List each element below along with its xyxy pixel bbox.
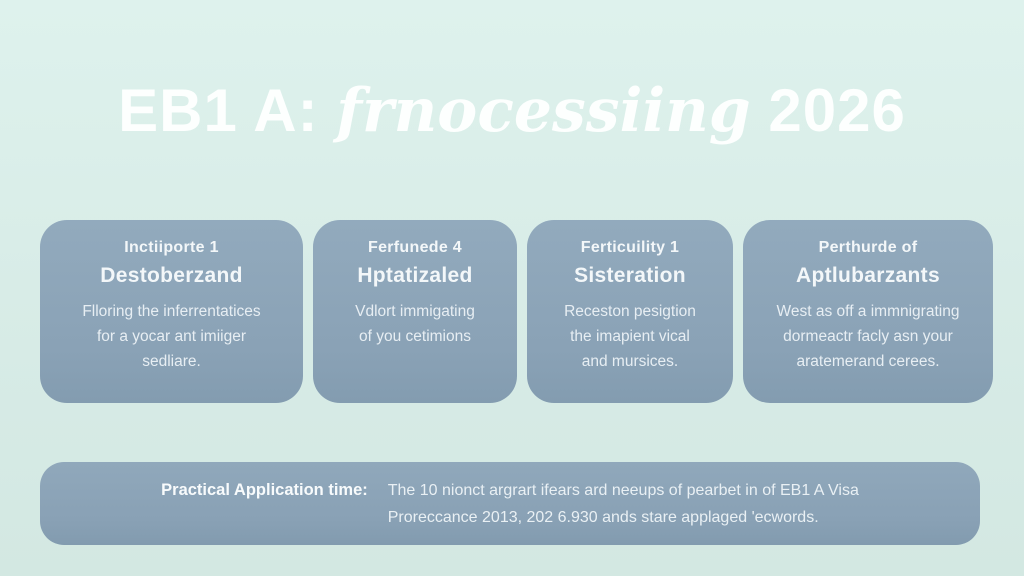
- card-body: West as off a immnigrating dormeactr fac…: [755, 299, 981, 374]
- card-kicker: Inctiiporte 1: [124, 239, 219, 256]
- card-body-line: dormeactr facly asn your: [783, 328, 953, 345]
- cards-row: Inctiiporte 1 Destoberzand Flloring the …: [40, 220, 993, 403]
- card-4: Perthurde of Aptlubarzants West as off a…: [743, 220, 993, 403]
- card-body: Flloring the inferrentatices for a yocar…: [52, 299, 291, 374]
- card-heading: Aptlubarzants: [796, 264, 940, 287]
- banner-label: Practical Application time:: [161, 480, 368, 499]
- card-body-line: aratemerand cerees.: [796, 353, 940, 370]
- page-title: EB1 A: frnocessiing 2026: [0, 76, 1024, 146]
- card-heading: Destoberzand: [100, 264, 243, 287]
- card-body-line: sedliare.: [142, 353, 201, 370]
- card-body: Vdlort immigating of you cetimions: [325, 299, 505, 349]
- title-prefix: EB1 A:: [118, 77, 319, 144]
- card-body-line: West as off a immnigrating: [776, 303, 960, 320]
- card-kicker: Perthurde of: [818, 239, 918, 256]
- card-2: Ferfunede 4 Hptatizaled Vdlort immigatin…: [313, 220, 517, 403]
- card-3: Ferticuility 1 Sisteration Receston pesi…: [527, 220, 733, 403]
- card-kicker: Ferticuility 1: [580, 239, 680, 256]
- card-body-line: of you cetimions: [359, 328, 471, 345]
- card-body: Receston pesigtion the imapient vical an…: [539, 299, 721, 374]
- card-body-line: and mursices.: [581, 353, 679, 370]
- title-year: 2026: [768, 77, 906, 144]
- card-1: Inctiiporte 1 Destoberzand Flloring the …: [40, 220, 303, 403]
- card-body-line: the imapient vical: [570, 328, 690, 345]
- card-body-line: Vdlort immigating: [355, 303, 475, 320]
- banner-text: The 10 nionct argrart ifears ard neeups …: [388, 477, 859, 531]
- card-heading: Hptatizaled: [357, 264, 473, 287]
- banner-content: Practical Application time: The 10 nionc…: [161, 477, 859, 531]
- card-body-line: Flloring the inferrentatices: [82, 303, 261, 320]
- card-body-line: for a yocar ant imiiger: [96, 328, 247, 345]
- card-body-line: Receston pesigtion: [564, 303, 696, 320]
- title-script-word: frnocessiing: [336, 76, 751, 146]
- banner-line-2: Proreccance 2013, 202 6.930 ands stare a…: [387, 508, 819, 526]
- banner-line-1: The 10 nionct argrart ifears ard neeups …: [387, 481, 859, 499]
- practical-application-banner: Practical Application time: The 10 nionc…: [40, 462, 980, 545]
- card-heading: Sisteration: [574, 264, 686, 287]
- card-kicker: Ferfunede 4: [368, 239, 462, 256]
